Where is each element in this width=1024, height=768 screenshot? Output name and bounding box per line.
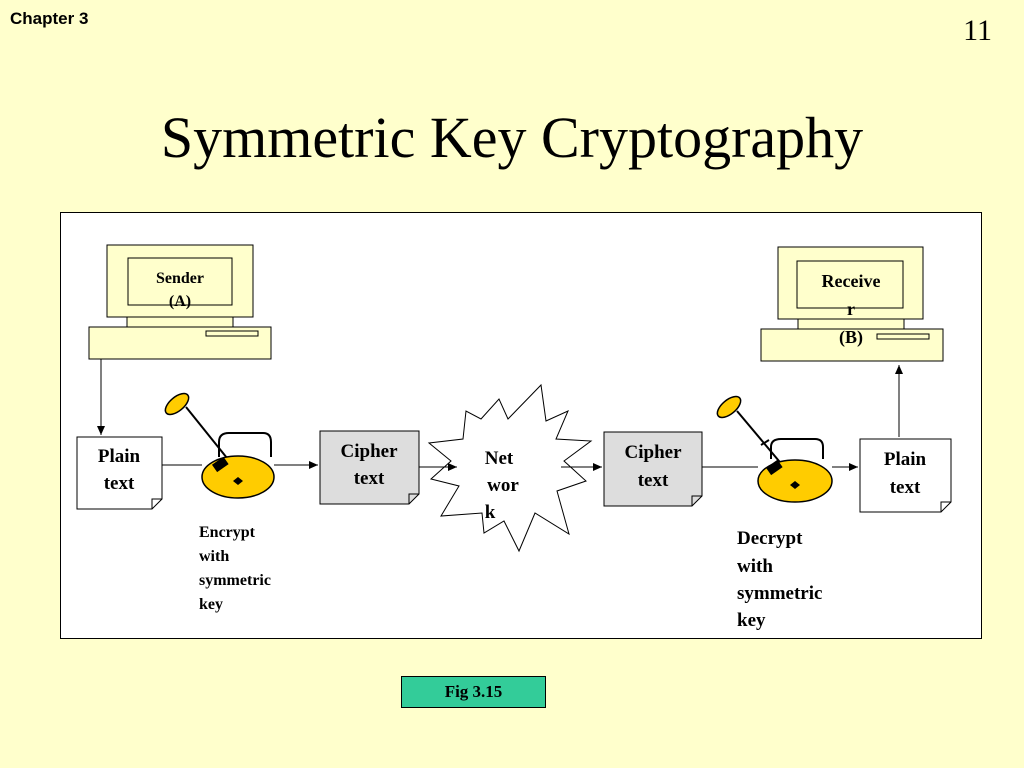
encrypt-caption-line4: key <box>199 596 223 613</box>
cipher-text-right-line2: text <box>638 470 669 491</box>
network-label-line2: wor <box>487 475 519 496</box>
plain-text-right-doc: Plain text <box>859 438 952 513</box>
encrypt-lock-icon <box>164 392 275 499</box>
encrypt-caption: Encrypt with symmetric key <box>199 524 271 613</box>
cipher-text-left-doc: Cipher text <box>319 430 420 505</box>
network-label-line3: k <box>485 502 496 523</box>
encrypt-caption-line1: Encrypt <box>199 524 256 541</box>
sender-label-line1: Sender <box>156 270 204 287</box>
page-number: 11 <box>963 14 992 47</box>
encrypt-caption-line2: with <box>199 548 229 565</box>
decrypt-lock-icon <box>716 395 833 503</box>
cipher-text-right-doc: Cipher text <box>603 431 703 507</box>
cipher-text-left-line2: text <box>354 468 385 489</box>
plain-text-right-line2: text <box>890 477 921 498</box>
network-label-line1: Net <box>485 448 514 469</box>
slide-title: Symmetric Key Cryptography <box>160 105 864 170</box>
diagram-panel: Sender (A) Receive r (B) Plain text Plai… <box>60 212 982 639</box>
sender-label-line2: (A) <box>169 293 191 310</box>
cipher-text-left-line1: Cipher <box>341 441 399 462</box>
decrypt-caption-line1: Decrypt <box>737 528 803 549</box>
plain-text-right-line1: Plain <box>884 449 927 470</box>
receiver-computer: Receive r (B) <box>760 246 944 362</box>
receiver-label-line2: r <box>847 299 855 319</box>
chapter-label: Chapter 3 <box>10 9 89 28</box>
plain-text-left-doc: Plain text <box>76 436 163 510</box>
plain-text-left-line2: text <box>104 473 135 494</box>
receiver-label-line3: (B) <box>839 327 863 348</box>
diagram-canvas: Sender (A) Receive r (B) Plain text Plai… <box>76 244 952 631</box>
receiver-label-line1: Receive <box>822 271 881 291</box>
cipher-text-right-line1: Cipher <box>625 442 683 463</box>
decrypt-caption-line3: symmetric <box>737 583 822 604</box>
sender-computer: Sender (A) <box>88 244 272 360</box>
decrypt-caption-line2: with <box>737 556 773 577</box>
encrypt-caption-line3: symmetric <box>199 572 271 589</box>
network-burst: Net wor k <box>427 383 593 553</box>
figure-caption: Fig 3.15 <box>401 676 546 708</box>
plain-text-left-line1: Plain <box>98 446 141 467</box>
flow-arrows <box>97 359 903 471</box>
decrypt-caption-line4: key <box>737 610 766 631</box>
decrypt-caption: Decrypt with symmetric key <box>737 528 822 631</box>
